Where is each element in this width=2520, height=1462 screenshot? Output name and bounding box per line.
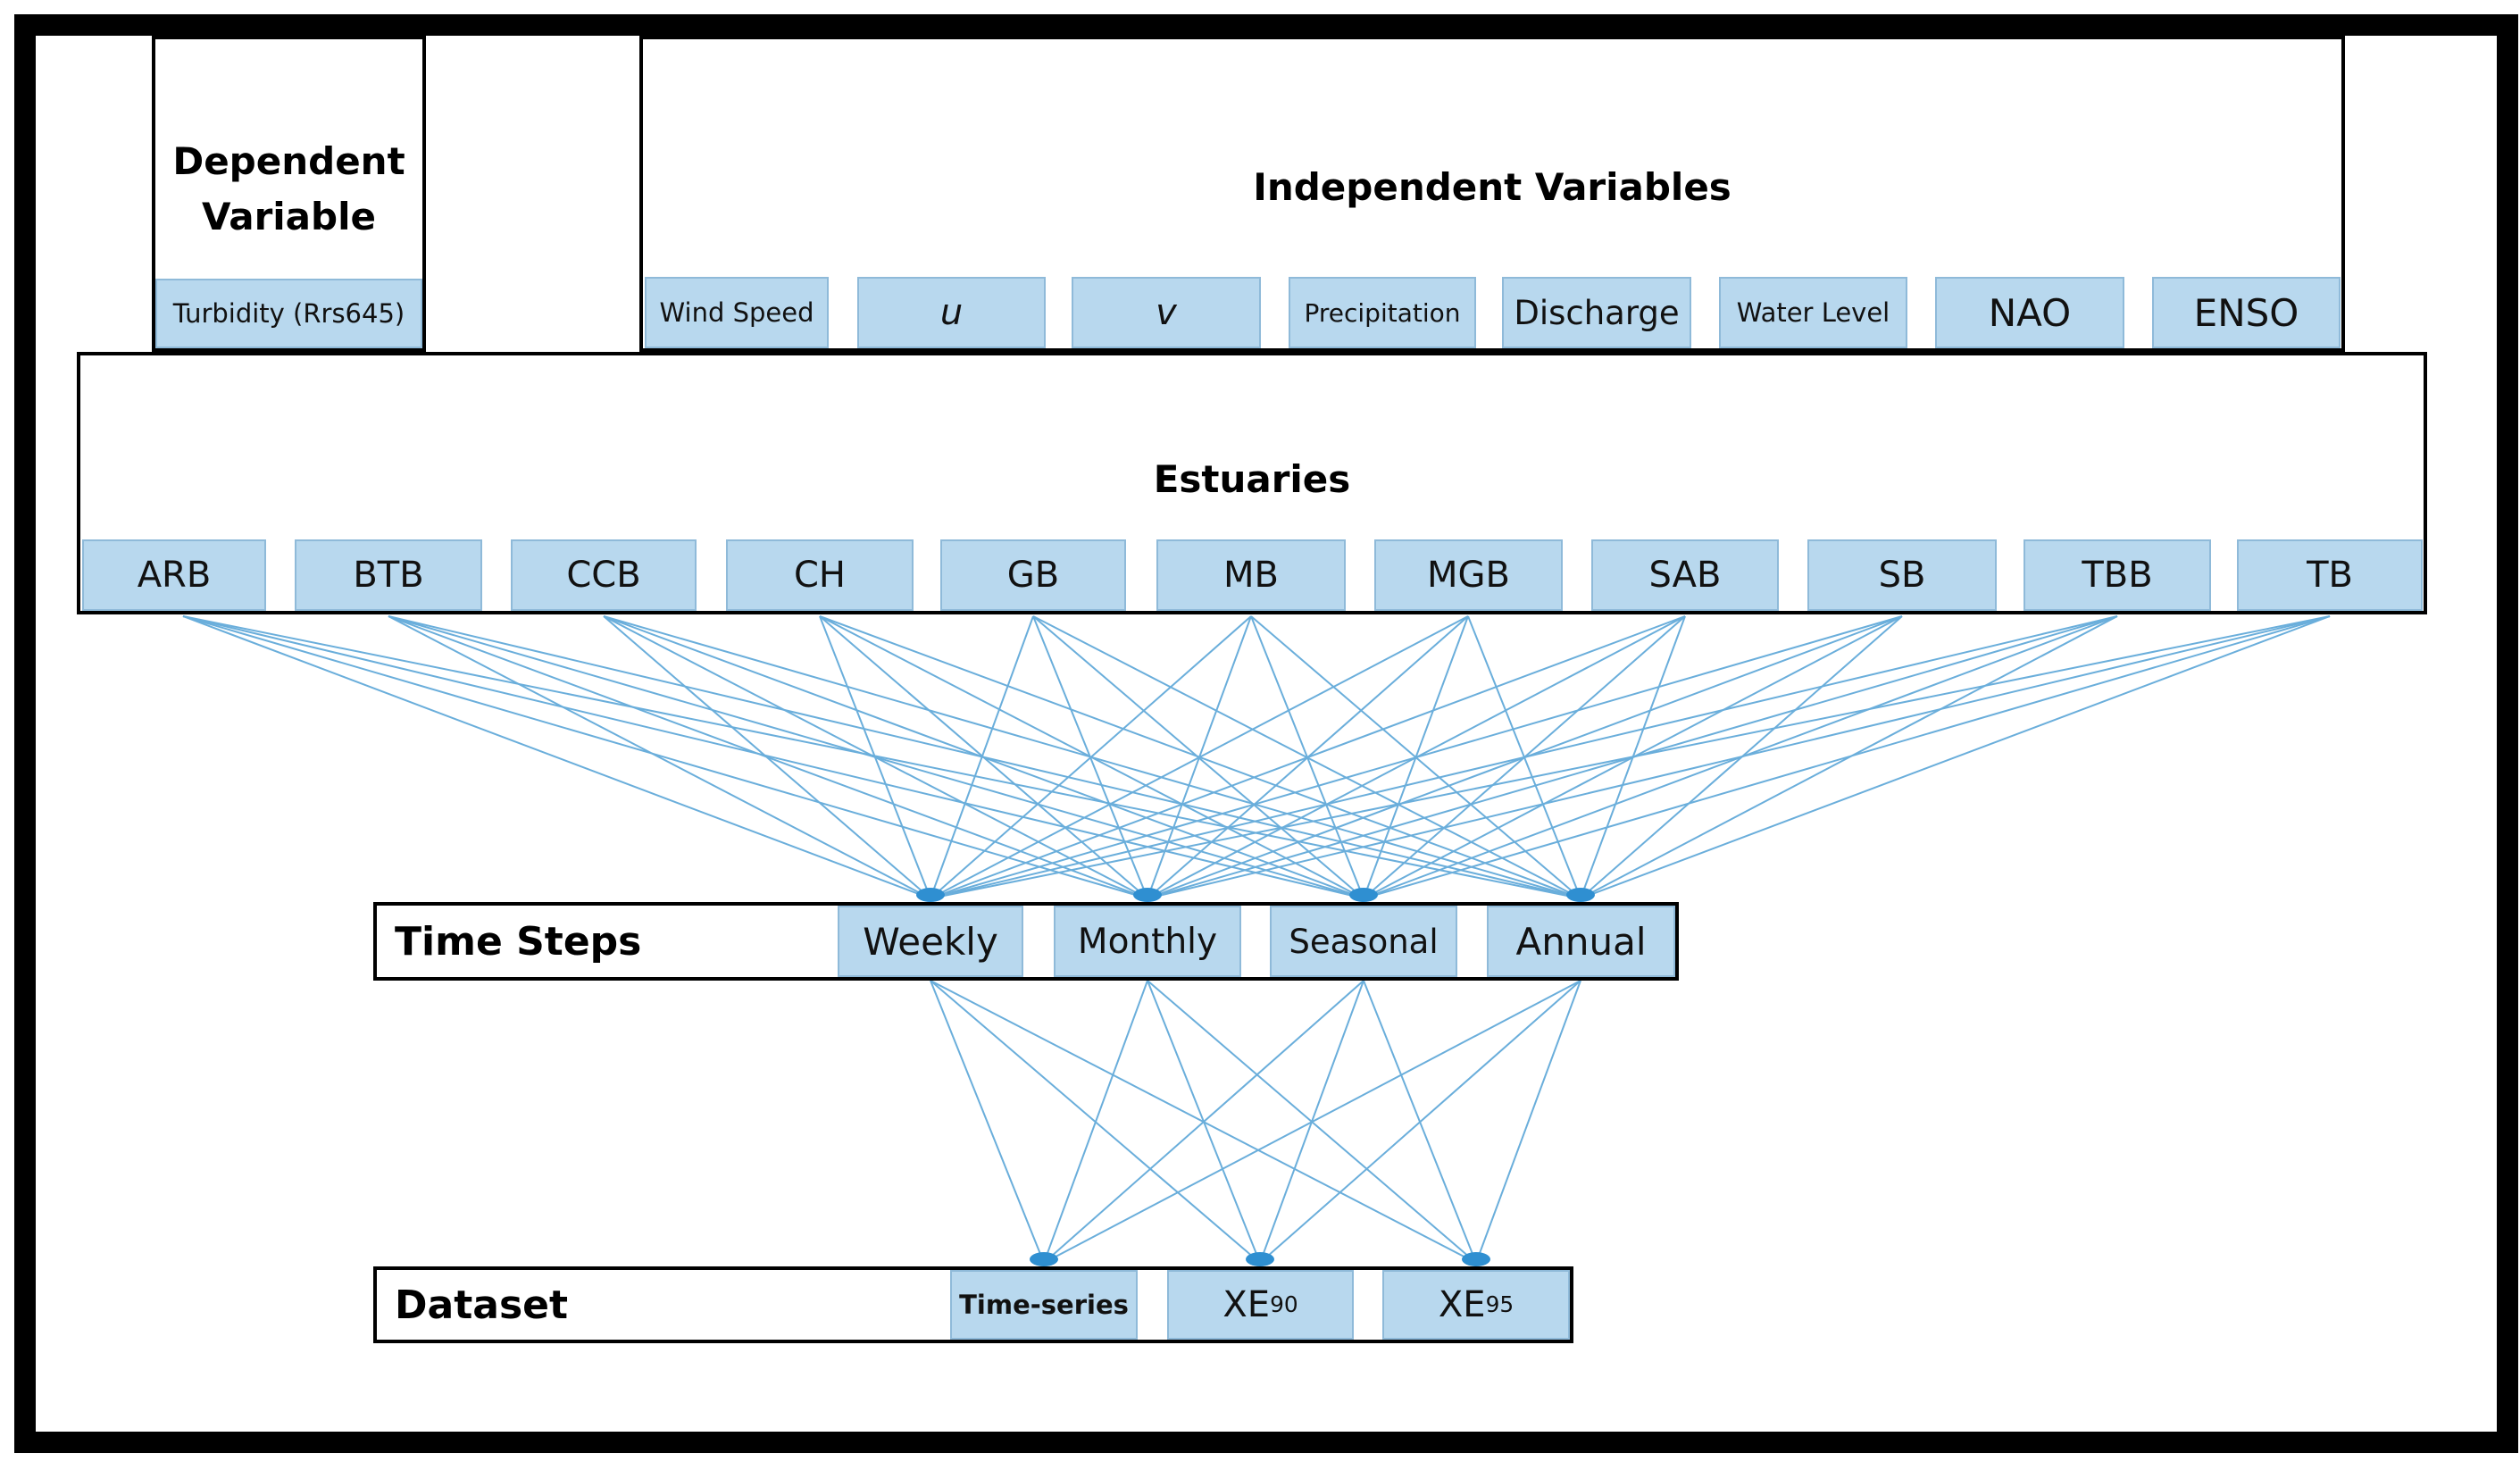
link-estuary-0-to-time-1 bbox=[182, 615, 1148, 899]
link-time-3-to-dataset-1 bbox=[1259, 980, 1581, 1264]
link-estuary-8-to-time-0 bbox=[930, 615, 1903, 899]
link-estuary-10-to-time-1 bbox=[1147, 615, 2331, 899]
dataset-xe95-base: XE bbox=[1438, 1284, 1486, 1325]
estuary-cell-mgb: MGB bbox=[1374, 539, 1563, 611]
dataset-time-series-text: Time-series bbox=[959, 1290, 1129, 1320]
link-estuary-0-to-time-0 bbox=[182, 615, 931, 899]
link-time-1-to-dataset-0 bbox=[1043, 980, 1148, 1264]
link-time-0-to-dataset-0 bbox=[930, 980, 1045, 1264]
time-steps-box bbox=[373, 902, 1679, 981]
dependent-cell-turbidity: Turbidity (Rrs645) bbox=[155, 279, 422, 348]
independent-cell-enso: ENSO bbox=[2152, 277, 2341, 348]
estuary-cell-btb: BTB bbox=[295, 539, 482, 611]
link-estuary-7-to-time-0 bbox=[930, 615, 1686, 899]
link-time-3-to-dataset-2 bbox=[1475, 980, 1581, 1264]
time-step-cell-annual: Annual bbox=[1487, 906, 1675, 977]
link-estuary-0-to-time-2 bbox=[182, 615, 1364, 899]
estuary-cell-tbb: TBB bbox=[2024, 539, 2211, 611]
independent-cell-v: v bbox=[1072, 277, 1261, 348]
time-step-cell-monthly: Monthly bbox=[1054, 906, 1241, 977]
dataset-cell-time-series: Time-series bbox=[950, 1270, 1138, 1340]
independent-cell-u: u bbox=[857, 277, 1046, 348]
link-estuary-3-to-time-1 bbox=[819, 615, 1148, 899]
dependent-title-line2: Variable bbox=[202, 195, 376, 238]
independent-variables-title: Independent Variables bbox=[1253, 165, 1731, 209]
arrowhead-time-2 bbox=[1349, 888, 1378, 902]
independent-cell-discharge: Discharge bbox=[1502, 277, 1691, 348]
arrowhead-time-1 bbox=[1133, 888, 1162, 902]
link-estuary-5-to-time-0 bbox=[930, 615, 1252, 899]
estuary-cell-mb: MB bbox=[1156, 539, 1346, 611]
arrowhead-time-3 bbox=[1566, 888, 1595, 902]
arrowhead-dataset-0 bbox=[1030, 1252, 1058, 1266]
dependent-variable-title: Dependent Variable bbox=[152, 134, 426, 245]
arrowhead-dataset-2 bbox=[1462, 1252, 1490, 1266]
independent-cell-nao: NAO bbox=[1935, 277, 2124, 348]
dataset-xe90-base: XE bbox=[1222, 1284, 1271, 1325]
link-estuary-6-to-time-0 bbox=[930, 615, 1469, 899]
independent-cell-precipitation: Precipitation bbox=[1289, 277, 1476, 348]
independent-cell-wind-speed: Wind Speed bbox=[645, 277, 829, 348]
link-estuary-2-to-time-0 bbox=[603, 615, 931, 899]
link-estuary-3-to-time-0 bbox=[819, 615, 931, 899]
dataset-label: Dataset bbox=[395, 1282, 569, 1328]
estuary-cell-tb: TB bbox=[2237, 539, 2423, 611]
link-time-3-to-dataset-0 bbox=[1043, 980, 1581, 1264]
link-time-2-to-dataset-0 bbox=[1043, 980, 1364, 1264]
time-step-cell-seasonal: Seasonal bbox=[1270, 906, 1457, 977]
arrowhead-dataset-1 bbox=[1246, 1252, 1274, 1266]
estuary-cell-sab: SAB bbox=[1591, 539, 1779, 611]
link-estuary-1-to-time-0 bbox=[388, 615, 931, 899]
link-estuary-10-to-time-2 bbox=[1363, 615, 2331, 899]
time-step-cell-weekly: Weekly bbox=[838, 906, 1023, 977]
estuary-cell-ccb: CCB bbox=[511, 539, 697, 611]
dependent-title-line1: Dependent bbox=[172, 139, 405, 183]
estuary-cell-gb: GB bbox=[940, 539, 1126, 611]
link-estuary-4-to-time-0 bbox=[930, 615, 1034, 899]
independent-cell-water-level: Water Level bbox=[1719, 277, 1907, 348]
estuary-cell-ch: CH bbox=[726, 539, 914, 611]
link-estuary-10-to-time-0 bbox=[930, 615, 2331, 899]
link-estuary-10-to-time-3 bbox=[1580, 615, 2331, 899]
estuary-cell-sb: SB bbox=[1807, 539, 1997, 611]
arrowhead-time-0 bbox=[916, 888, 945, 902]
estuaries-title: Estuaries bbox=[1153, 457, 1351, 501]
estuary-cell-arb: ARB bbox=[82, 539, 266, 611]
time-steps-label: Time Steps bbox=[395, 918, 642, 965]
link-estuary-9-to-time-0 bbox=[930, 615, 2118, 899]
